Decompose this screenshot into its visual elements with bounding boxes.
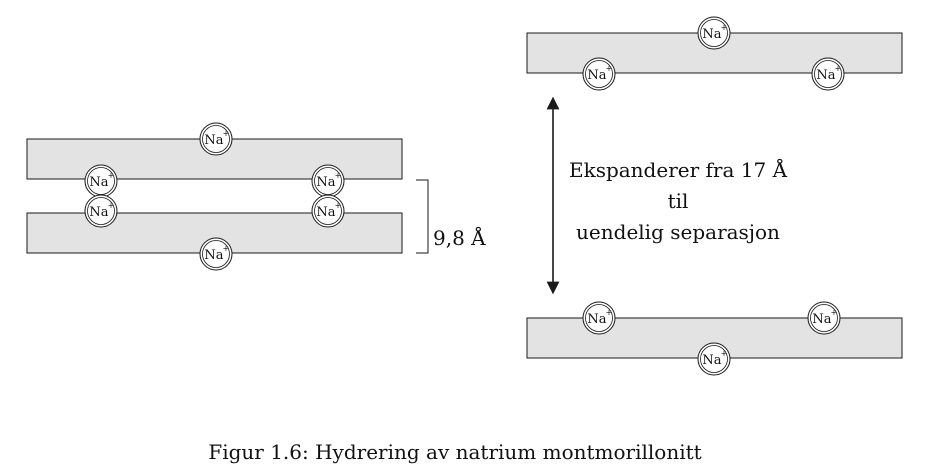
ion-label: Na	[204, 248, 223, 263]
ion-inner-ring	[314, 197, 342, 225]
hydrated-clay-stack	[526, 32, 903, 359]
ion-label: Na	[812, 312, 831, 327]
sodium-ion: Na+	[697, 342, 731, 376]
ion-inner-ring	[810, 304, 838, 332]
expansion-label-line1: Ekspanderer fra 17 Å	[569, 157, 788, 182]
dry-clay-stack	[26, 138, 403, 254]
ion-inner-ring	[585, 60, 613, 88]
ion-charge: +	[606, 308, 613, 317]
sodium-ion: Na+	[199, 122, 233, 156]
ion-charge: +	[835, 64, 842, 73]
ion-charge: +	[721, 23, 728, 32]
ion-label: Na	[204, 133, 223, 148]
expansion-label-line2: til	[668, 189, 689, 213]
ion-inner-ring	[700, 345, 728, 373]
ion-charge: +	[108, 201, 115, 210]
sodium-ion: Na+	[697, 16, 731, 50]
sodium-ion: Na+	[811, 57, 845, 91]
ion-label: Na	[89, 175, 108, 190]
ion-label: Na	[816, 68, 835, 83]
ion-label: Na	[702, 353, 721, 368]
ion-charge: +	[335, 171, 342, 180]
ion-label: Na	[89, 205, 108, 220]
expansion-label-line3: uendelig separasjon	[576, 220, 780, 244]
figure-caption: Figur 1.6: Hydrering av natrium montmori…	[208, 440, 701, 464]
spacing-bracket	[416, 179, 429, 254]
ion-charge: +	[335, 201, 342, 210]
sodium-ions: Na+Na+Na+Na+Na+Na+Na+Na+Na+Na+Na+Na+	[84, 16, 845, 376]
sodium-ion: Na+	[199, 237, 233, 271]
sodium-ion: Na+	[311, 164, 345, 198]
ion-inner-ring	[814, 60, 842, 88]
ion-charge: +	[606, 64, 613, 73]
ion-inner-ring	[87, 197, 115, 225]
sodium-ion: Na+	[84, 194, 118, 228]
sodium-ion: Na+	[84, 164, 118, 198]
ion-charge: +	[831, 308, 838, 317]
ion-label: Na	[702, 27, 721, 42]
sodium-ion: Na+	[582, 57, 616, 91]
ion-label: Na	[316, 175, 335, 190]
ion-label: Na	[587, 68, 606, 83]
ion-label: Na	[316, 205, 335, 220]
sodium-ion: Na+	[807, 301, 841, 335]
ion-charge: +	[721, 349, 728, 358]
sodium-ion: Na+	[582, 301, 616, 335]
sodium-ion: Na+	[311, 194, 345, 228]
ion-charge: +	[223, 244, 230, 253]
spacing-label: 9,8 Å	[433, 225, 486, 250]
ion-inner-ring	[585, 304, 613, 332]
ion-charge: +	[108, 171, 115, 180]
ion-charge: +	[223, 129, 230, 138]
ion-label: Na	[587, 312, 606, 327]
ion-inner-ring	[202, 240, 230, 268]
ion-inner-ring	[700, 19, 728, 47]
ion-inner-ring	[202, 125, 230, 153]
